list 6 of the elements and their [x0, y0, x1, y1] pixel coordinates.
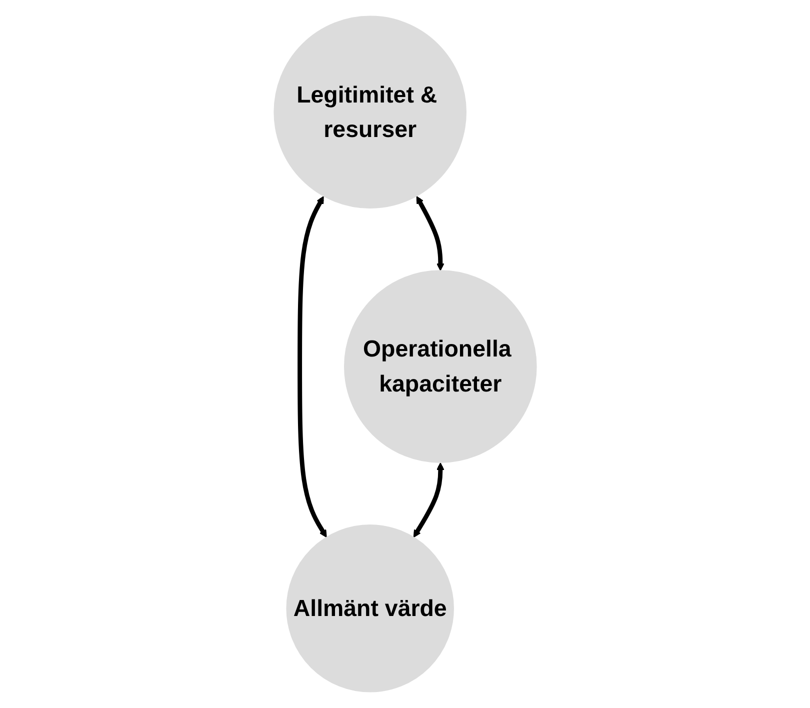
arrow — [413, 462, 444, 538]
node-circle: Allmänt värde — [286, 524, 454, 692]
arrow — [416, 196, 444, 271]
node-circle: Operationella kapaciteter — [344, 270, 537, 463]
node-circle: Legitimitet & resurser — [273, 16, 466, 209]
arrow — [297, 196, 327, 538]
